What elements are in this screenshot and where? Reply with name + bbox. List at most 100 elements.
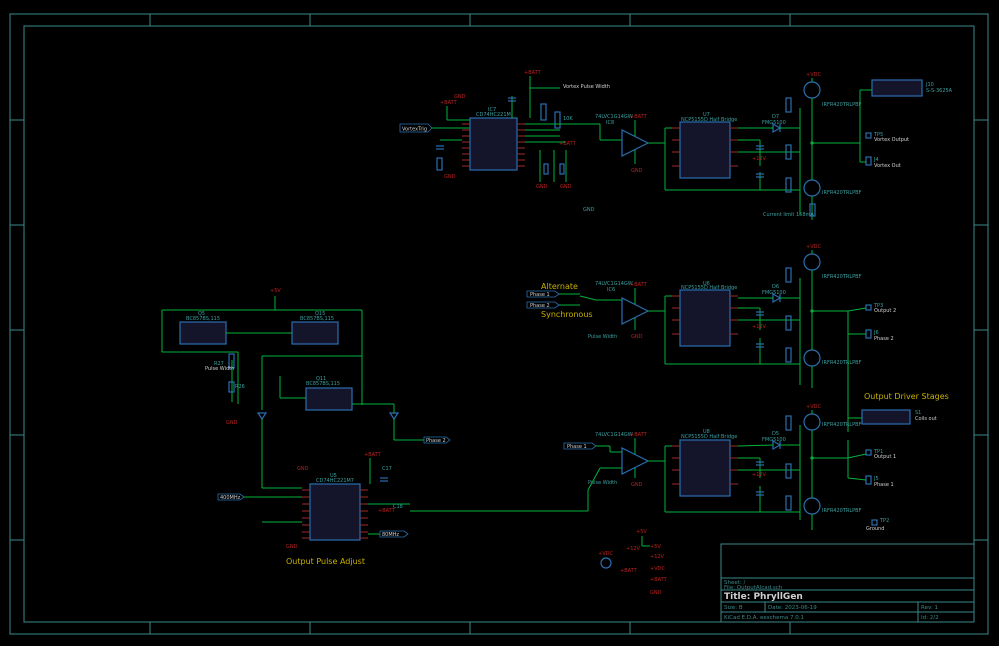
q1-fet-body[interactable] (803, 497, 821, 515)
q5-ref: Q5 (198, 311, 205, 317)
vbatt-net-flag: +BATT (650, 577, 668, 583)
j6-ref: J6 (873, 330, 879, 336)
r-sense-top[interactable] (809, 203, 816, 217)
tp1-ref: TP1 (873, 449, 883, 455)
title-block: Sheet: / File: OutputAlcad.sch Title: Ph… (720, 543, 975, 623)
vbatt-ic-bottom: +BATT (630, 432, 648, 438)
gnd-ic7: GND (454, 94, 466, 100)
vcc-source (600, 557, 612, 569)
vbatt-ic8: +BATT (630, 114, 648, 120)
j5[interactable] (865, 475, 872, 485)
tb-rev: Rev: 1 (921, 605, 938, 611)
ic7-value: CD74HC221M (476, 112, 511, 118)
ic7-body[interactable] (469, 117, 518, 171)
vcc-net-flag: +VDC (650, 566, 665, 572)
ic7-ref: IC7 (488, 107, 496, 113)
r26-ref: R26 (235, 384, 245, 390)
output2-text: Output 2 (874, 308, 896, 314)
u7-value: NCP5155D Half Bridge (681, 117, 737, 123)
u7-ref: U7 (703, 112, 710, 118)
u6-body[interactable] (679, 289, 731, 347)
q11-ref: Q11 (316, 376, 326, 382)
ic6-value: 74LVC1G14GW (595, 281, 633, 287)
r33[interactable] (785, 144, 792, 160)
pulse-width-bottom: Pulse Width (588, 480, 617, 486)
pulse-width-left: Pulse Width (205, 366, 234, 372)
d6-ref: D6 (772, 284, 779, 290)
vbatt-ic7: +BATT (440, 100, 458, 106)
u8-body[interactable] (679, 439, 731, 497)
ic6-ref: IC6 (607, 287, 615, 293)
q15-body[interactable] (291, 321, 339, 345)
c18-ref: C18 (393, 504, 403, 510)
phase1-label-a: Phase 1 (530, 292, 550, 298)
r36[interactable] (785, 97, 792, 113)
q5-value: BC857BS,115 (186, 316, 220, 322)
coils-out-text: Coils out (915, 416, 937, 422)
j4[interactable] (865, 156, 872, 166)
q2-fet-body[interactable] (803, 413, 821, 431)
ic8-value: 74LVC1G14GW (595, 114, 633, 120)
r44[interactable] (785, 177, 792, 193)
frame-ticks (10, 14, 988, 634)
u5-body[interactable] (309, 483, 361, 541)
tp2-ref: TP2 (879, 518, 889, 524)
c17-ref: C17 (382, 466, 392, 472)
clk-80mhz-label: 80MHz (382, 532, 399, 538)
vcc-flag-text: +VDC (598, 551, 613, 557)
d7-ref: D7 (772, 114, 779, 120)
stage-middle: Alternate Synchronous Phase 1 Phase 2 Pu… (526, 244, 896, 432)
d6-value: FMG5100 (762, 290, 786, 296)
diode-right[interactable] (388, 412, 400, 421)
tp2[interactable] (871, 519, 878, 526)
phase1-out-text: Phase 1 (874, 482, 894, 488)
q11-body[interactable] (305, 387, 353, 411)
gnd-ic8: GND (631, 168, 643, 174)
u6-ref: U6 (703, 281, 710, 287)
tb-id: Id: 2/2 (921, 615, 939, 621)
r27-ref: R27 (214, 361, 224, 367)
p5v-net-flag: +5V (650, 544, 661, 550)
gnd-u5: GND (297, 466, 309, 472)
diode-left[interactable] (256, 412, 268, 421)
output1-text: Output 1 (874, 454, 896, 460)
tp1[interactable] (865, 449, 872, 456)
j10-ref: J10 (925, 82, 934, 88)
r27-body[interactable] (228, 353, 235, 369)
u7-body[interactable] (679, 121, 731, 179)
ic8-body[interactable] (621, 129, 650, 157)
q5-fet-body[interactable] (803, 253, 821, 271)
q6-fet-body[interactable] (803, 349, 821, 367)
q8-body[interactable] (803, 179, 821, 197)
s1-body[interactable] (861, 409, 911, 425)
output-pulse-adjust-text: Output Pulse Adjust (286, 557, 365, 566)
phase1-label-b: Phase 1 (567, 444, 587, 450)
q5-body[interactable] (179, 321, 227, 345)
ic-bottom-value: 74LVC1G14GW (595, 432, 633, 438)
tp5[interactable] (865, 132, 872, 139)
phase2-label: Phase 2 (426, 438, 446, 444)
vortex-trig-label-shape (399, 123, 433, 133)
gnd-ic7-d: GND (560, 184, 572, 190)
j5-ref: J5 (873, 476, 879, 482)
tp3[interactable] (865, 304, 872, 311)
vortex-trig-label: VortexTrig (402, 127, 427, 133)
r-pot-ic7: 10K (563, 116, 573, 122)
q7-body[interactable] (803, 81, 821, 99)
j10-body[interactable] (871, 79, 923, 97)
q5-fet-value: IRFR420TRLPBF (822, 274, 862, 280)
ic6-body[interactable] (621, 297, 650, 325)
r26-body[interactable] (228, 381, 235, 393)
d5-ref: D5 (772, 431, 779, 437)
ic-bottom-body[interactable] (621, 447, 650, 475)
gnd-ic7-c: GND (536, 184, 548, 190)
q8-value: IRFR420TRLPBF (822, 190, 862, 196)
u8-value: NCP5155D Half Bridge (681, 434, 737, 440)
gnd-ic7-b: GND (444, 174, 456, 180)
p12v-u6: +12V (752, 324, 767, 330)
vortex-pulse-width: Vortex Pulse Width (563, 84, 610, 90)
tb-title: Title: PhryllGen (724, 592, 803, 602)
j6[interactable] (865, 329, 872, 339)
tp5-ref: TP5 (873, 132, 883, 138)
